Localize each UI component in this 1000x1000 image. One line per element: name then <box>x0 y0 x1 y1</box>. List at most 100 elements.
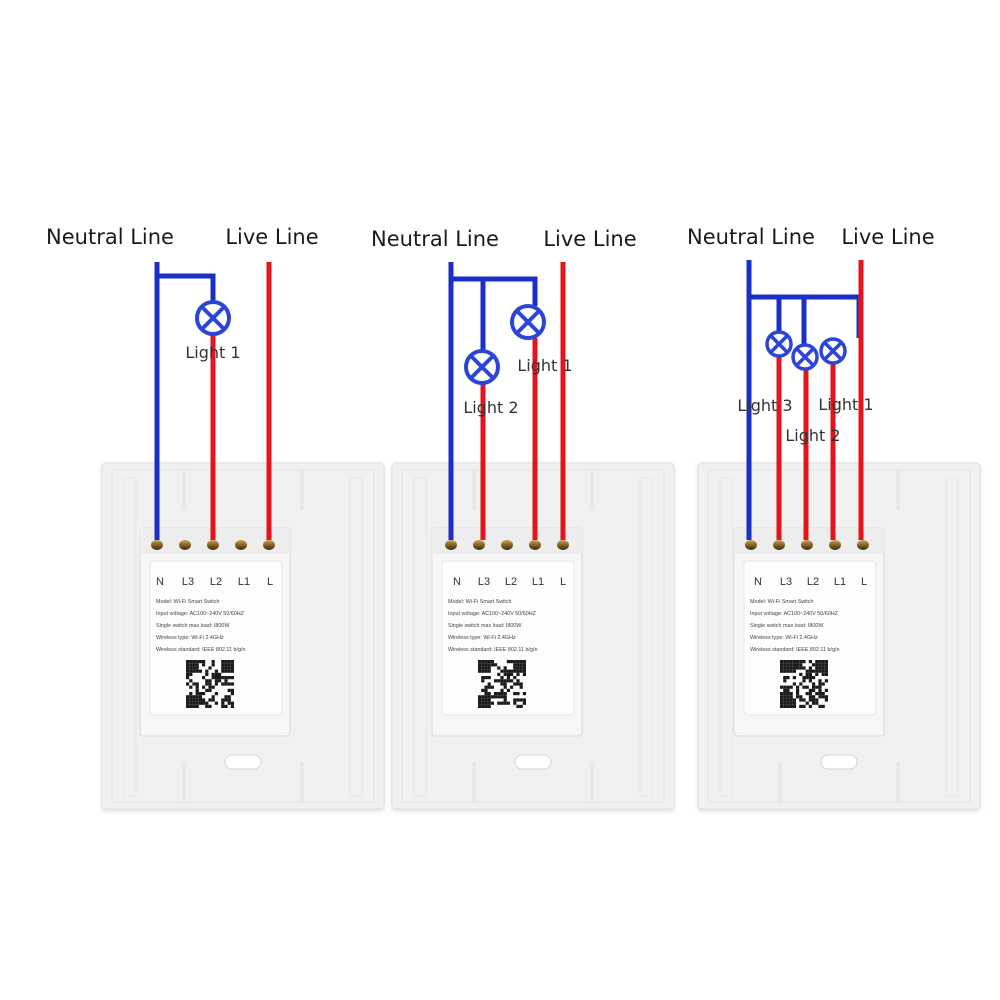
qr-cell <box>796 695 800 699</box>
qr-cell <box>484 660 488 664</box>
qr-cell <box>821 704 825 708</box>
lamp-icon <box>464 349 500 385</box>
qr-cell <box>815 663 819 667</box>
qr-cell <box>186 666 190 670</box>
terminal-screw-l3 <box>473 540 485 550</box>
qr-cell <box>484 666 488 670</box>
qr-cell <box>224 669 228 673</box>
qr-cell <box>497 701 501 705</box>
terminal-label: L <box>267 576 273 588</box>
qr-cell <box>192 666 196 670</box>
qr-cell <box>189 695 193 699</box>
qr-cell <box>487 698 491 702</box>
terminal-label: L1 <box>238 576 250 588</box>
qr-cell <box>510 685 514 689</box>
qr-cell <box>808 676 812 680</box>
qr-cell <box>786 688 790 692</box>
qr-cell <box>500 676 504 680</box>
qr-cell <box>812 669 816 673</box>
spec-type: Wireless type: Wi-Fi 2.4GHz <box>448 635 516 641</box>
qr-cell <box>218 679 222 683</box>
qr-cell <box>780 698 784 702</box>
qr-cell <box>818 663 822 667</box>
qr-cell <box>230 682 234 686</box>
qr-cell <box>189 666 193 670</box>
qr-cell <box>205 679 209 683</box>
qr-cell <box>789 698 793 702</box>
qr-cell <box>484 685 488 689</box>
qr-cell <box>805 701 809 705</box>
qr-cell <box>227 666 231 670</box>
qr-cell <box>478 660 482 664</box>
qr-cell <box>510 679 514 683</box>
qr-cell <box>506 660 510 664</box>
qr-cell <box>792 666 796 670</box>
qr-cell <box>513 682 517 686</box>
qr-cell <box>789 692 793 696</box>
qr-cell <box>780 692 784 696</box>
lamp-label: Light 2 <box>463 398 518 417</box>
lamp-label: Light 1 <box>517 356 572 375</box>
qr-cell <box>506 679 510 683</box>
qr-cell <box>198 695 202 699</box>
qr-cell <box>789 685 793 689</box>
qr-cell <box>805 692 809 696</box>
qr-cell <box>500 688 504 692</box>
qr-cell <box>487 701 491 705</box>
qr-cell <box>808 666 812 670</box>
qr-cell <box>186 672 190 676</box>
qr-cell <box>230 663 234 667</box>
qr-cell <box>478 701 482 705</box>
qr-cell <box>506 669 510 673</box>
qr-cell <box>519 682 523 686</box>
qr-cell <box>799 660 803 664</box>
qr-cell <box>519 704 523 708</box>
qr-cell <box>783 685 787 689</box>
qr-cell <box>799 698 803 702</box>
qr-cell <box>783 695 787 699</box>
qr-cell <box>198 669 202 673</box>
neutral-line-label: Neutral Line <box>371 227 499 251</box>
qr-cell <box>824 666 828 670</box>
qr-cell <box>227 701 231 705</box>
qr-cell <box>500 679 504 683</box>
qr-cell <box>192 660 196 664</box>
qr-cell <box>481 663 485 667</box>
terminal-screw-l <box>557 540 569 550</box>
qr-cell <box>195 704 199 708</box>
qr-cell <box>214 692 218 696</box>
qr-cell <box>792 704 796 708</box>
qr-cell <box>503 672 507 676</box>
qr-cell <box>519 660 523 664</box>
qr-cell <box>230 688 234 692</box>
panel-double-gang: N L3 L2 L1 L Model: Wi-Fi Smart Switch I… <box>371 227 675 810</box>
qr-cell <box>218 676 222 680</box>
qr-cell <box>812 698 816 702</box>
lamp-label: Light 1 <box>185 343 240 362</box>
qr-cell <box>227 660 231 664</box>
qr-cell <box>818 695 822 699</box>
qr-cell <box>818 682 822 686</box>
smart-switch-module <box>431 527 583 737</box>
qr-cell <box>484 695 488 699</box>
qr-cell <box>497 695 501 699</box>
terminal-label: L2 <box>210 576 222 588</box>
qr-cell <box>224 682 228 686</box>
live-line-label: Live Line <box>543 227 636 251</box>
qr-cell <box>516 704 520 708</box>
qr-cell <box>818 660 822 664</box>
qr-cell <box>494 663 498 667</box>
qr-cell <box>815 672 819 676</box>
qr-cell <box>821 672 825 676</box>
qr-cell <box>783 701 787 705</box>
spec-input: Input voltage: AC100~240V 50/60HZ <box>750 611 839 617</box>
qr-cell <box>805 685 809 689</box>
qr-cell <box>195 660 199 664</box>
qr-cell <box>789 704 793 708</box>
spec-standard: Wireless standard: IEEE 802.11 b/g/n <box>156 647 246 653</box>
qr-cell <box>202 676 206 680</box>
qr-cell <box>802 660 806 664</box>
qr-cell <box>189 701 193 705</box>
qr-cell <box>516 698 520 702</box>
qr-cell <box>500 682 504 686</box>
